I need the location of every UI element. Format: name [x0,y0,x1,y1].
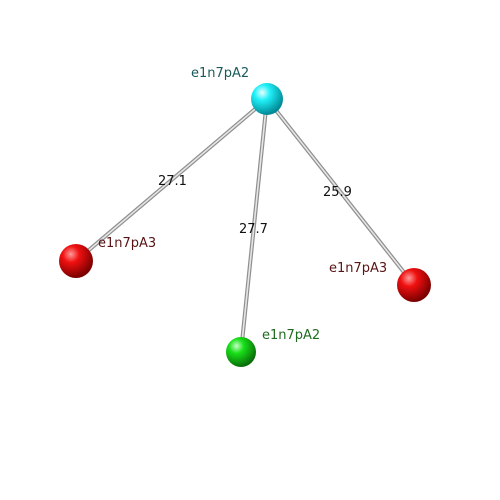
node-mid [226,337,256,367]
node-label-left: e1n7pA3 [98,236,156,251]
edge-label-hub-left: 27.1 [158,174,187,189]
node-right [397,268,431,302]
node-hub [251,83,283,115]
node-label-right: e1n7pA3 [329,261,387,276]
edge-label-hub-right: 25.9 [323,185,352,200]
edge-label-hub-mid: 27.7 [239,222,268,237]
node-label-hub: e1n7pA2 [191,66,249,81]
edge-hub-left [74,97,269,263]
edge-hub-mid [239,97,269,354]
node-left [59,244,93,278]
node-label-mid: e1n7pA2 [262,328,320,343]
edge-hub-right [265,97,416,287]
